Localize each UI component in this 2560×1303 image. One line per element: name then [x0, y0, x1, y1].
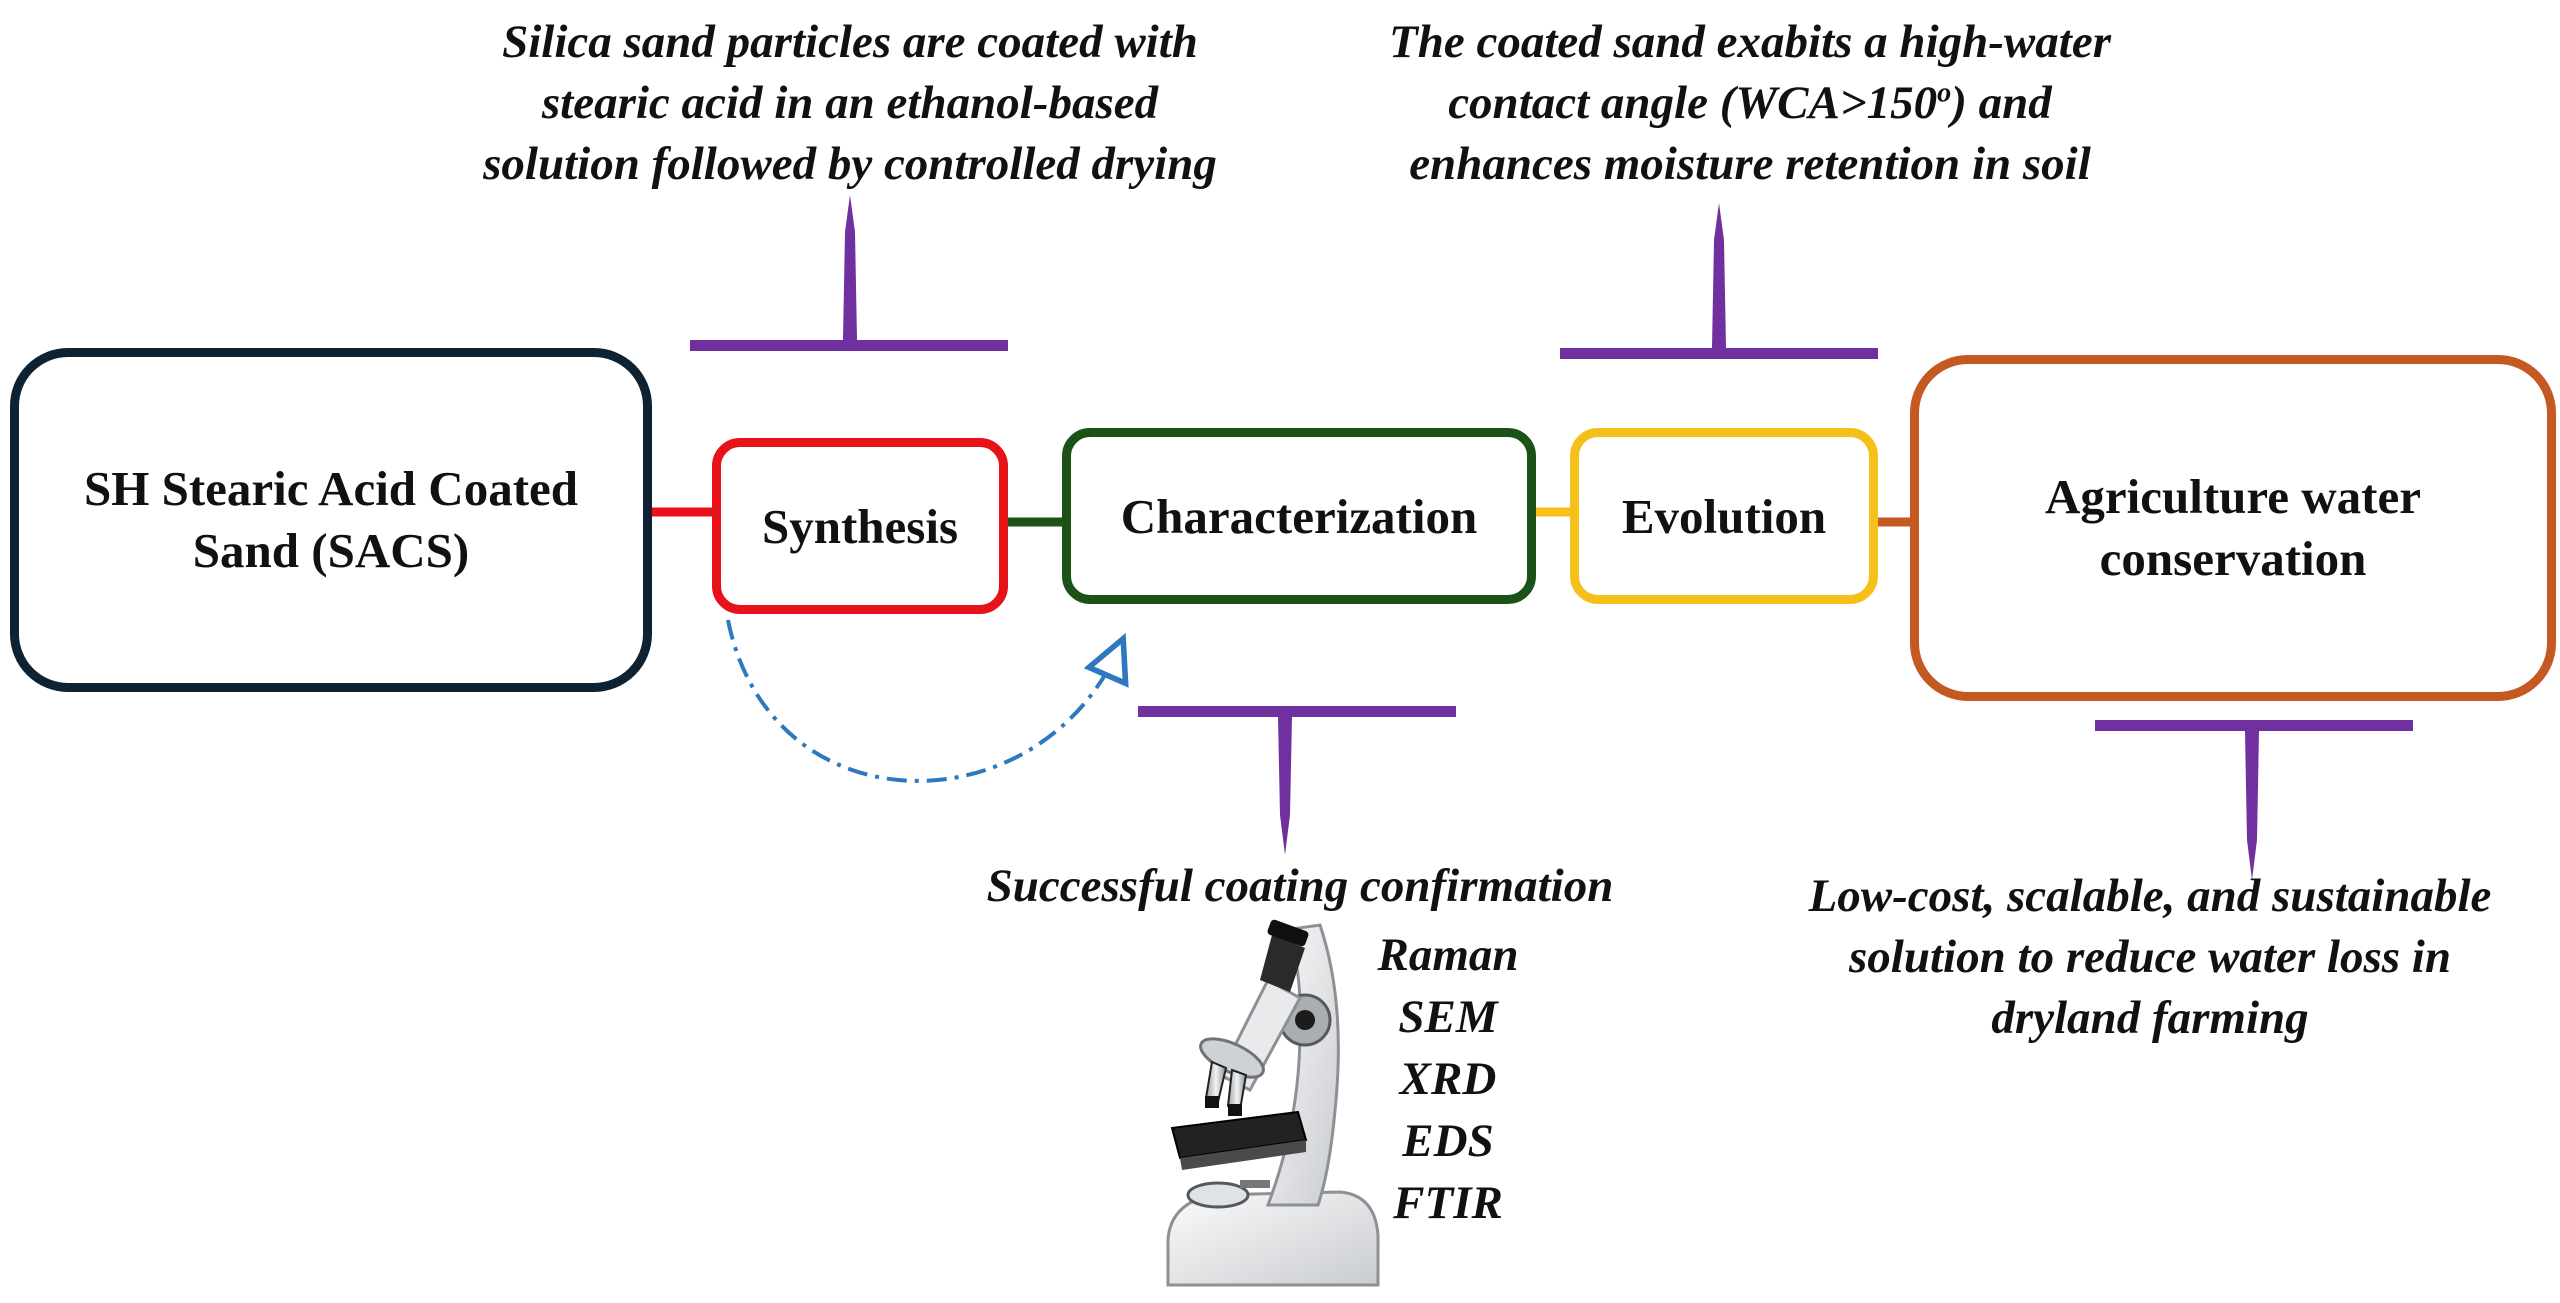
box-characterization-label: Characterization	[1120, 488, 1478, 544]
note-evolution-line: enhances moisture retention in soil	[1409, 138, 2091, 190]
box-sacs-label: SH Stearic Acid Coated Sand (SACS)	[83, 461, 579, 578]
box-sacs: SH Stearic Acid Coated Sand (SACS)	[10, 348, 652, 692]
callout-evolution	[1560, 203, 1878, 359]
technique-item: EDS	[1402, 1115, 1494, 1167]
microscope-icon	[1166, 919, 1380, 1287]
note-characterization-line: Successful coating confirmation	[986, 860, 1614, 912]
technique-list: Raman SEM XRD EDS FTIR	[1338, 924, 1558, 1234]
note-evolution-line: contact angle (WCA>150o) and	[1320, 73, 2180, 134]
note-synthesis-line: solution followed by controlled drying	[483, 138, 1217, 190]
dashed-arrow-synthesis-to-characterization	[726, 619, 1120, 783]
box-agriculture: Agriculture water conservation	[1910, 355, 2556, 701]
technique-item: SEM	[1398, 991, 1498, 1043]
box-agriculture-label: Agriculture water conservation	[2045, 469, 2421, 586]
note-agriculture-line: dryland farming	[1991, 992, 2309, 1044]
note-agriculture: Low-cost, scalable, and sustainable solu…	[1740, 866, 2560, 1049]
note-agriculture-line: Low-cost, scalable, and sustainable	[1808, 870, 2492, 922]
box-synthesis: Synthesis	[712, 438, 1008, 614]
technique-item: XRD	[1399, 1053, 1497, 1105]
note-agriculture-line: solution to reduce water loss in	[1849, 931, 2451, 983]
degree-superscript: o	[1937, 77, 1952, 109]
note-evolution-wca-suffix: ) and	[1951, 77, 2052, 129]
callout-characterization	[1138, 706, 1456, 855]
box-evolution-label: Evolution	[1621, 488, 1827, 544]
callout-synthesis	[690, 195, 1008, 351]
box-characterization: Characterization	[1062, 428, 1536, 604]
note-synthesis: Silica sand particles are coated with st…	[420, 12, 1280, 195]
note-evolution: The coated sand exabits a high-water con…	[1320, 12, 2180, 195]
technique-item: Raman	[1377, 929, 1519, 981]
callout-agriculture	[2095, 720, 2413, 880]
technique-item: FTIR	[1393, 1177, 1503, 1229]
box-synthesis-label: Synthesis	[761, 498, 959, 554]
note-evolution-line: The coated sand exabits a high-water	[1389, 16, 2111, 68]
note-synthesis-line: stearic acid in an ethanol-based	[541, 77, 1159, 129]
note-evolution-wca-text: contact angle (WCA>150	[1448, 77, 1938, 129]
box-evolution: Evolution	[1570, 428, 1878, 604]
note-characterization-title: Successful coating confirmation	[900, 856, 1700, 917]
note-synthesis-line: Silica sand particles are coated with	[502, 16, 1198, 68]
